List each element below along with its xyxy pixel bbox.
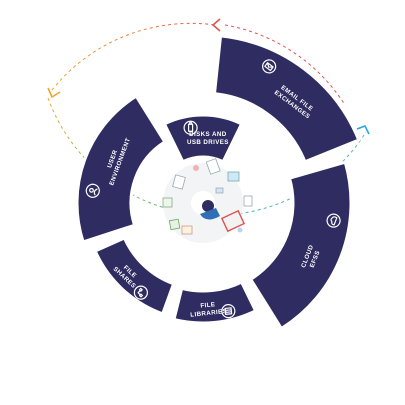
segment-label-line1: FILE	[200, 301, 216, 310]
segment-libraries: FILELIBRARIES	[172, 280, 258, 325]
segment-label-line1: DISKS AND	[189, 131, 227, 138]
segment-shape-shares	[93, 236, 176, 316]
list-document-icon	[221, 304, 236, 319]
person-at-desk-icon	[200, 200, 246, 233]
usb-drive-icon	[183, 120, 198, 135]
scattered-documents-icon	[162, 158, 253, 235]
segment-label-line2: LIBRARIES	[190, 308, 227, 319]
segment-user: USERENVIRONMENT	[75, 94, 167, 244]
segment-shape-user	[75, 94, 167, 244]
segment-shape-email	[212, 34, 361, 164]
cycle-ring-right	[224, 24, 346, 106]
user-icon	[85, 183, 100, 198]
segment-email: EMAIL FILEEXCHANGES	[212, 34, 361, 164]
cycle-ring-top	[51, 22, 216, 91]
envelope-icon	[262, 59, 277, 74]
network-shares-icon	[133, 285, 148, 300]
arrow-head-right	[356, 124, 370, 135]
segment-label-line2: USB DRIVES	[187, 139, 229, 146]
segment-shape-cloud	[249, 160, 353, 331]
arrow-head-top	[211, 18, 221, 32]
cloud-icon	[326, 213, 341, 228]
segment-shares: FILESHARES	[93, 236, 176, 316]
segment-cloud: CLOUDEFSS	[249, 160, 353, 331]
segment-label-libraries: FILELIBRARIES	[189, 300, 227, 319]
arrow-head-left	[47, 87, 61, 99]
center-illustration	[162, 158, 253, 243]
